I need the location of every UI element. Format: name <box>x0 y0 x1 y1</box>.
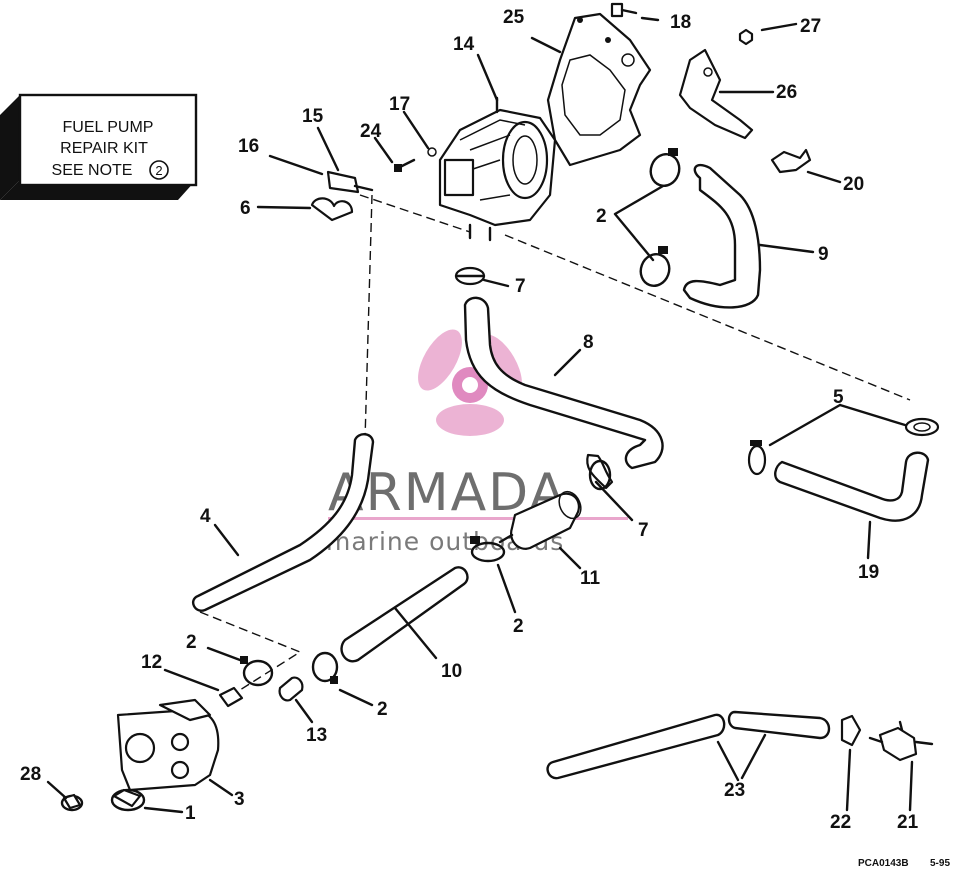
washer-17 <box>427 147 437 157</box>
clamp-2-lower-a <box>470 536 506 563</box>
callout-14: 14 <box>453 34 475 55</box>
screw-18 <box>610 2 638 18</box>
clip-28 <box>60 793 84 812</box>
bracket-26 <box>678 48 754 140</box>
callout-8: 8 <box>583 332 594 353</box>
callout-18: 18 <box>670 12 691 33</box>
note-circle <box>149 160 169 180</box>
clamp-7-upper <box>454 266 486 286</box>
callout-labels: 25 14 18 27 26 17 15 24 16 6 20 2 9 7 8 … <box>20 7 919 833</box>
callout-21: 21 <box>897 812 919 833</box>
callout-24: 24 <box>360 121 382 142</box>
clip-1 <box>110 788 146 812</box>
repair-kit-box: FUEL PUMP REPAIR KIT SEE NOTE 2 <box>0 93 198 200</box>
fuel-connector-3 <box>116 698 220 792</box>
note-number: 2 <box>155 163 162 178</box>
callout-7-lower: 7 <box>638 520 649 541</box>
clamp-5-left <box>747 440 767 476</box>
callout-15: 15 <box>302 106 324 127</box>
callout-3: 3 <box>234 789 245 810</box>
drawing-code: PCA0143B <box>858 858 909 869</box>
valve-21 <box>868 720 934 762</box>
callout-2-upper: 2 <box>596 206 607 227</box>
repair-kit-line2: REPAIR KIT <box>60 140 148 157</box>
callout-6: 6 <box>240 198 251 219</box>
repair-kit-line3: SEE NOTE <box>52 162 133 179</box>
callout-17: 17 <box>389 94 410 115</box>
fitting-12 <box>218 686 244 708</box>
hose-10 <box>340 566 469 663</box>
hose-4 <box>191 433 375 612</box>
callout-10: 10 <box>441 661 462 682</box>
nut-27 <box>738 28 754 46</box>
screw-24 <box>394 158 416 172</box>
clamp-2-lower-b <box>311 651 339 684</box>
clamp-7-lower <box>586 453 614 491</box>
callout-11: 11 <box>580 568 601 589</box>
clip-6 <box>310 197 354 222</box>
callout-2-left: 2 <box>186 632 197 653</box>
hose-19 <box>774 451 930 522</box>
mounting-plate <box>546 12 652 167</box>
callout-2-lower: 2 <box>377 699 388 720</box>
clamp-20 <box>770 148 812 174</box>
callout-23: 23 <box>724 780 745 801</box>
fitting-16 <box>326 170 374 194</box>
callout-20: 20 <box>843 174 864 195</box>
hose-9 <box>682 163 762 309</box>
callout-9: 9 <box>818 244 829 265</box>
drawing-footer: PCA0143B 5-95 <box>858 858 950 869</box>
hose-23 <box>546 710 831 780</box>
callout-5: 5 <box>833 387 844 408</box>
fuel-pump <box>438 96 557 242</box>
callout-19: 19 <box>858 562 879 583</box>
clamp-2-upper-a <box>649 148 681 187</box>
clip-22 <box>840 714 862 747</box>
leader-lines <box>46 16 914 814</box>
callout-4: 4 <box>200 506 211 527</box>
callout-7-upper: 7 <box>515 276 526 297</box>
drawing-date: 5-95 <box>930 858 950 869</box>
callout-26: 26 <box>776 82 797 103</box>
callout-12: 12 <box>141 652 162 673</box>
callout-1: 1 <box>185 803 196 824</box>
callout-28: 28 <box>20 764 41 785</box>
fuel-filter-11 <box>498 490 582 550</box>
callout-13: 13 <box>306 725 327 746</box>
hose-8 <box>463 296 664 470</box>
callout-25: 25 <box>503 7 525 28</box>
clamp-2-lower-c <box>240 656 274 687</box>
callout-16: 16 <box>238 136 259 157</box>
repair-kit-line1: FUEL PUMP <box>63 119 154 136</box>
routing-lines <box>199 194 911 691</box>
callout-27: 27 <box>800 16 821 37</box>
watermark-underline <box>328 517 628 520</box>
callout-2-mid: 2 <box>513 616 524 637</box>
fitting-13 <box>278 676 304 702</box>
clamp-5-right <box>904 417 940 437</box>
clamp-2-upper-b <box>639 246 671 287</box>
callout-22: 22 <box>830 812 851 833</box>
